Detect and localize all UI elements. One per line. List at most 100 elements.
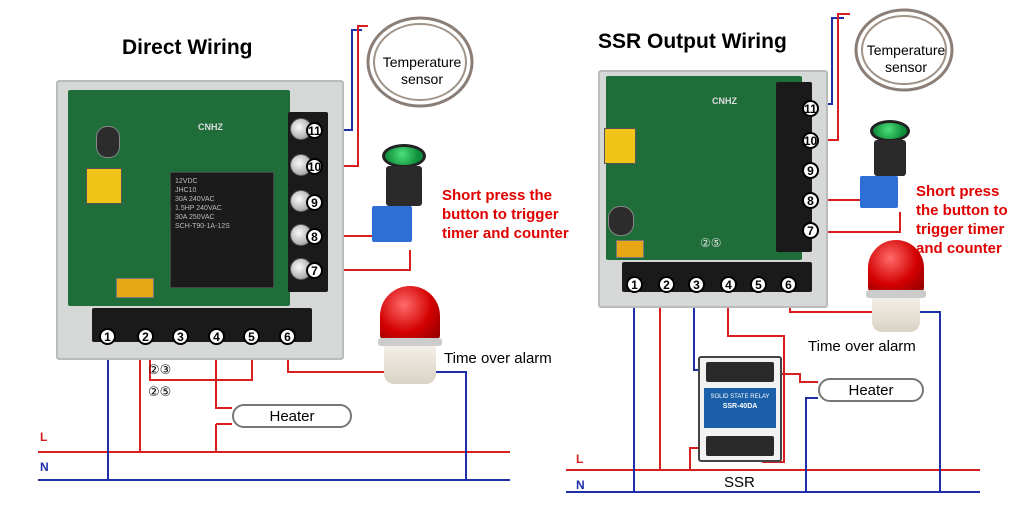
left-capacitor — [96, 126, 120, 158]
note-line: Short press — [916, 183, 1000, 200]
note-line: and counter — [916, 240, 1002, 257]
note-line: Short press the — [442, 187, 553, 204]
right-wire-heater-neutral — [805, 397, 818, 492]
left-button-note: Short press the button to trigger timer … — [442, 186, 569, 243]
right-terminal-2: 2 — [658, 276, 675, 293]
left-brand-label: CNHZ — [198, 122, 223, 132]
right-terminal-4: 4 — [720, 276, 737, 293]
left-relay: 12VDC JHC10 30A 240VAC 1.5HP 240VAC 30A … — [170, 172, 274, 288]
right-button-wire-7 — [806, 212, 901, 233]
left-fuse — [116, 278, 154, 298]
right-terminal-9: 9 — [802, 162, 819, 179]
left-bridge-23-label: ②③ — [148, 362, 172, 377]
left-terminal-4: 4 — [208, 328, 225, 345]
right-button-note: Short press the button to trigger timer … — [916, 182, 1008, 258]
ssr-caption: SSR — [724, 474, 755, 491]
left-terminal-5: 5 — [243, 328, 260, 345]
left-bottom-terminal-strip — [92, 308, 312, 342]
right-heater-label: Heater — [848, 381, 894, 399]
left-neutral-label: N — [40, 460, 49, 474]
right-live-label: L — [576, 452, 584, 466]
right-alarm-lamp-ring — [866, 290, 926, 298]
right-terminal-11: 11 — [802, 100, 819, 117]
sensor-label-line: sensor — [400, 71, 444, 87]
right-push-button-body — [874, 140, 906, 176]
left-bridge-25-label: ②⑤ — [148, 384, 172, 399]
ssr-top-terminals — [706, 362, 774, 382]
sensor-label-line: Temperature — [866, 42, 946, 58]
right-alarm-lamp-base — [872, 298, 920, 332]
left-transformer — [86, 168, 122, 204]
right-terminal-5: 5 — [750, 276, 767, 293]
sensor-label-line: sensor — [884, 59, 928, 75]
right-bridge-25-label: ②⑤ — [700, 236, 722, 250]
left-terminal-11: 11 — [306, 122, 323, 139]
left-heater-label: Heater — [269, 407, 315, 425]
right-wire-t4-ssr — [727, 296, 785, 463]
relay-text: SCH-T90-1A-12S — [175, 223, 230, 230]
right-alarm-label: Time over alarm — [808, 338, 916, 355]
left-push-button-body — [386, 166, 422, 206]
right-pcb — [606, 76, 802, 260]
left-push-button-cap — [382, 144, 426, 168]
left-wire-alarm-neutral — [432, 371, 467, 480]
right-neutral-label: N — [576, 478, 585, 492]
left-bridge-2-5 — [149, 340, 253, 381]
ssr-module: SOLID STATE RELAY SSR-40DA — [698, 356, 782, 462]
right-terminal-7: 7 — [802, 222, 819, 239]
right-push-button-contact — [860, 176, 898, 208]
right-alarm-lamp-dome — [868, 240, 924, 292]
right-fuse — [616, 240, 644, 258]
right-heater: Heater — [818, 378, 924, 402]
ssr-model: SSR-40DA — [722, 403, 758, 410]
note-line: button to trigger — [442, 206, 559, 223]
left-terminal-6: 6 — [279, 328, 296, 345]
left-terminal-3: 3 — [172, 328, 189, 345]
left-push-button-contact — [372, 206, 412, 242]
left-sensor-label: Temperature sensor — [374, 54, 470, 88]
sensor-label-line: Temperature — [382, 54, 462, 70]
left-heater: Heater — [232, 404, 352, 428]
left-alarm-lamp-ring — [378, 338, 442, 346]
right-title: SSR Output Wiring — [598, 30, 787, 53]
left-terminal-8: 8 — [306, 228, 323, 245]
right-terminal-10: 10 — [802, 132, 819, 149]
right-brand-label: CNHZ — [712, 96, 737, 106]
right-terminal-3: 3 — [688, 276, 705, 293]
relay-text: JHC10 — [175, 187, 197, 194]
ssr-label-plate: SOLID STATE RELAY SSR-40DA — [704, 388, 776, 428]
right-sensor-label: Temperature sensor — [860, 42, 952, 76]
left-alarm-label: Time over alarm — [444, 350, 552, 367]
right-push-button-cap — [870, 120, 910, 142]
right-transformer — [604, 128, 636, 164]
relay-text: 30A 240VAC — [175, 196, 215, 203]
left-terminal-2: 2 — [137, 328, 154, 345]
left-terminal-9: 9 — [306, 194, 323, 211]
note-line: the button to — [916, 202, 1008, 219]
left-alarm-lamp-dome — [380, 286, 440, 340]
left-controller-board: 12VDC JHC10 30A 240VAC 1.5HP 240VAC 30A … — [56, 80, 344, 360]
left-terminal-1: 1 — [99, 328, 116, 345]
ssr-bottom-terminals — [706, 436, 774, 456]
right-wire-ssr-heater — [770, 373, 818, 383]
left-wire-t4-heater — [215, 340, 232, 409]
relay-text: 1.5HP 240VAC — [175, 205, 222, 212]
right-sensor-coil — [854, 8, 954, 92]
left-button-wire-7 — [326, 250, 411, 271]
left-live-label: L — [40, 430, 48, 444]
left-alarm-lamp-base — [384, 346, 436, 384]
right-terminal-1: 1 — [626, 276, 643, 293]
right-wire-alarm-neutral — [920, 311, 941, 492]
right-capacitor — [608, 206, 634, 236]
right-controller-board: CNHZ — [598, 70, 828, 308]
right-terminal-6: 6 — [780, 276, 797, 293]
ssr-name: SOLID STATE RELAY — [710, 394, 770, 400]
left-title: Direct Wiring — [122, 36, 253, 59]
relay-text: 30A 250VAC — [175, 214, 215, 221]
note-line: timer and counter — [442, 225, 569, 242]
relay-text: 12VDC — [175, 178, 198, 185]
note-line: trigger timer — [916, 221, 1005, 238]
left-terminal-7: 7 — [306, 262, 323, 279]
left-terminal-10: 10 — [306, 158, 323, 175]
right-terminal-8: 8 — [802, 192, 819, 209]
